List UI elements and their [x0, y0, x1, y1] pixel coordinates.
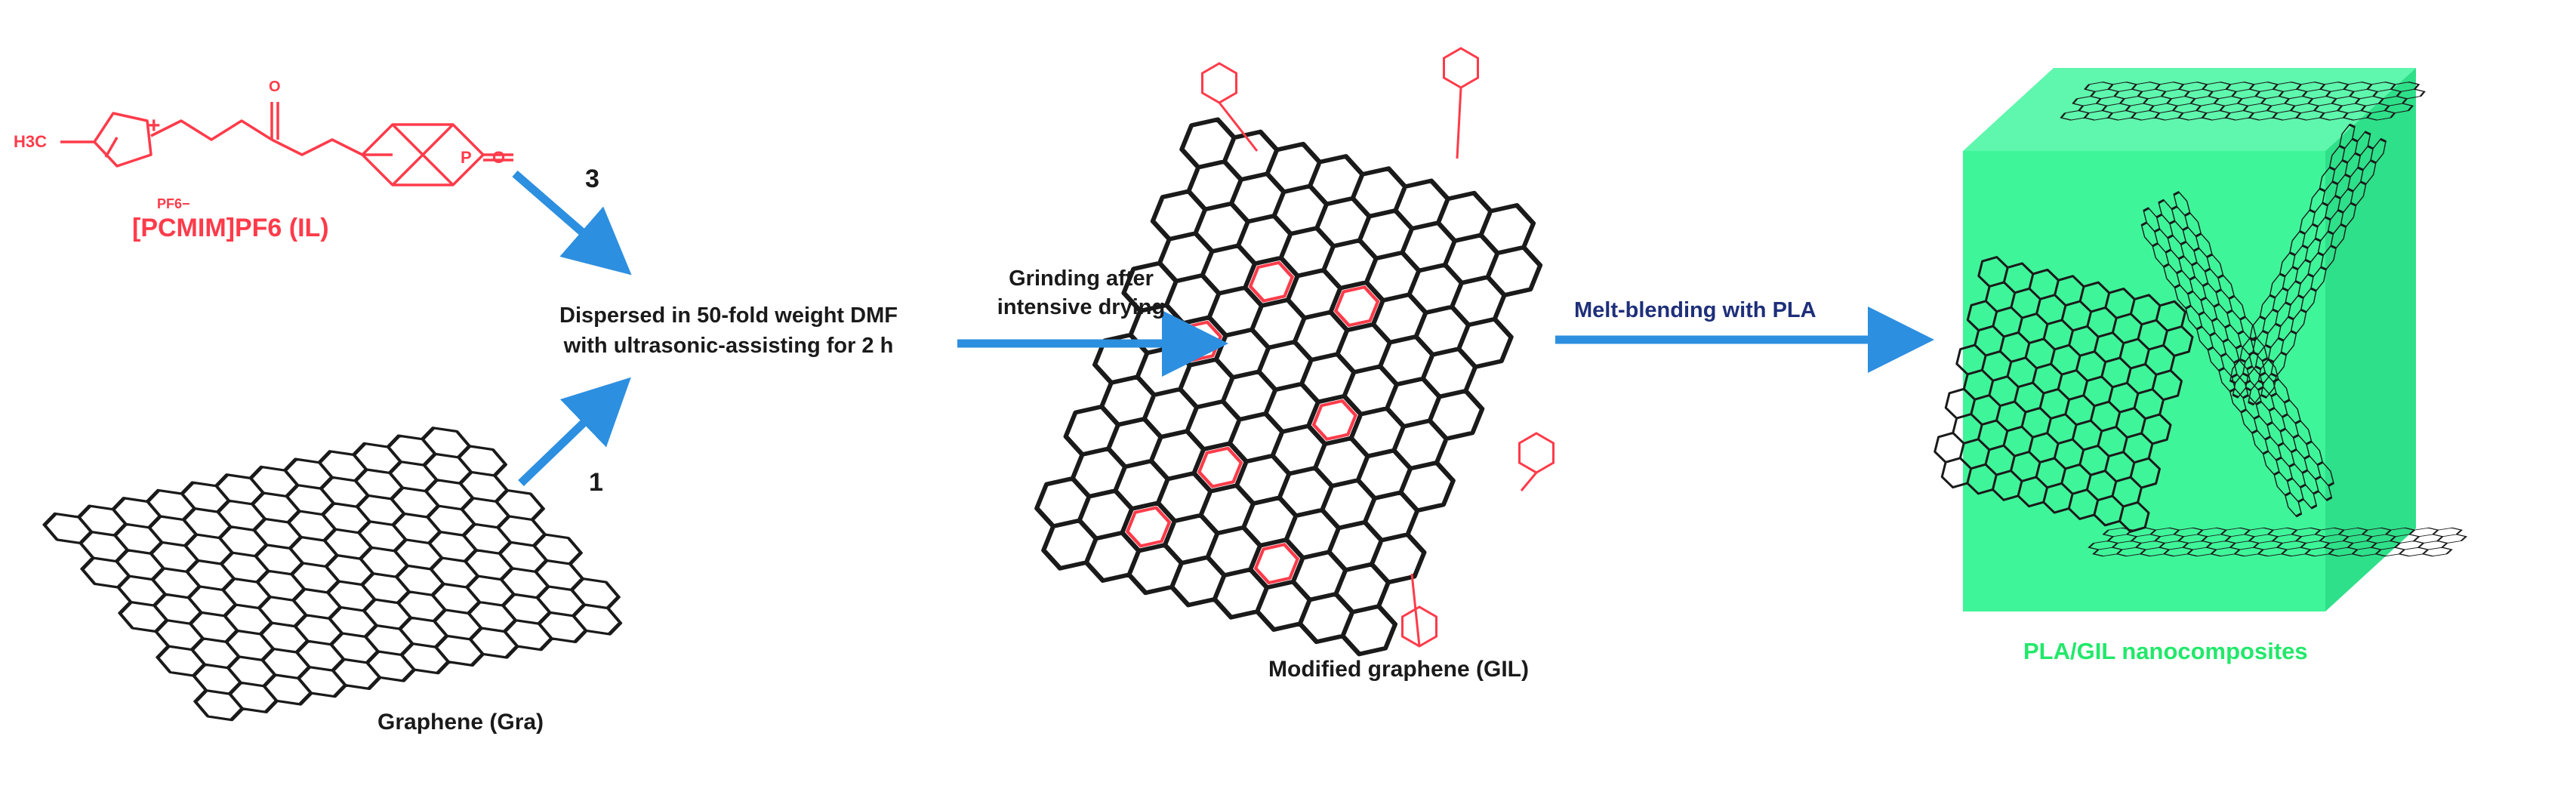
composite-caption: PLA/GIL nanocomposites	[2023, 638, 2308, 664]
modified-graphene-sheet	[1034, 117, 1543, 657]
arrow-graphene-to-dispersion	[518, 377, 631, 486]
arrow-il-to-dispersion	[512, 170, 632, 276]
il-methyl-label: H3C	[14, 132, 48, 151]
step-1-label: 1	[589, 468, 603, 497]
melt-blending-step-text: Melt-blending with PLA	[1574, 298, 1816, 322]
graphene-sheet	[42, 427, 623, 722]
gil-caption: Modified graphene (GIL)	[1268, 657, 1529, 682]
ionic-liquid-structure	[60, 102, 513, 186]
composite-sheet-top	[2060, 82, 2426, 121]
composite-sheet-right	[2229, 123, 2386, 406]
il-charge-plus: +	[147, 113, 161, 138]
il-phosphorus-label: P	[461, 148, 472, 167]
il-name-label: [PCMIM]PF6 (IL)	[132, 214, 329, 242]
il-counter-ion: PF6−	[157, 196, 190, 211]
composite-sheet-bottom	[2088, 527, 2467, 557]
graphene-caption: Graphene (Gra)	[377, 710, 544, 735]
cube-top-face	[1963, 68, 2416, 151]
il-oxygen-label: O	[492, 148, 506, 167]
composite-cube	[1963, 68, 2416, 611]
grafted-il-groups	[1201, 47, 1555, 648]
grinding-line-2: intensive drying	[997, 295, 1166, 319]
step-3-label: 3	[585, 165, 599, 193]
cube-side-face	[2325, 68, 2416, 611]
process-arrows	[512, 170, 1934, 486]
composite-sheet-left	[1934, 256, 2194, 533]
dispersion-step-text: Dispersed in 50-fold weight DMF with ult…	[495, 300, 963, 361]
composite-sheet-diagonal	[2140, 191, 2334, 518]
grinding-line-1: Grinding after	[1009, 266, 1154, 291]
dispersion-line-1: Dispersed in 50-fold weight DMF	[559, 303, 898, 328]
grinding-step-text: Grinding after intensive drying	[968, 264, 1194, 322]
il-ester-oxygen-label: O	[269, 79, 281, 95]
dispersion-line-2: with ultrasonic-assisting for 2 h	[563, 334, 894, 358]
